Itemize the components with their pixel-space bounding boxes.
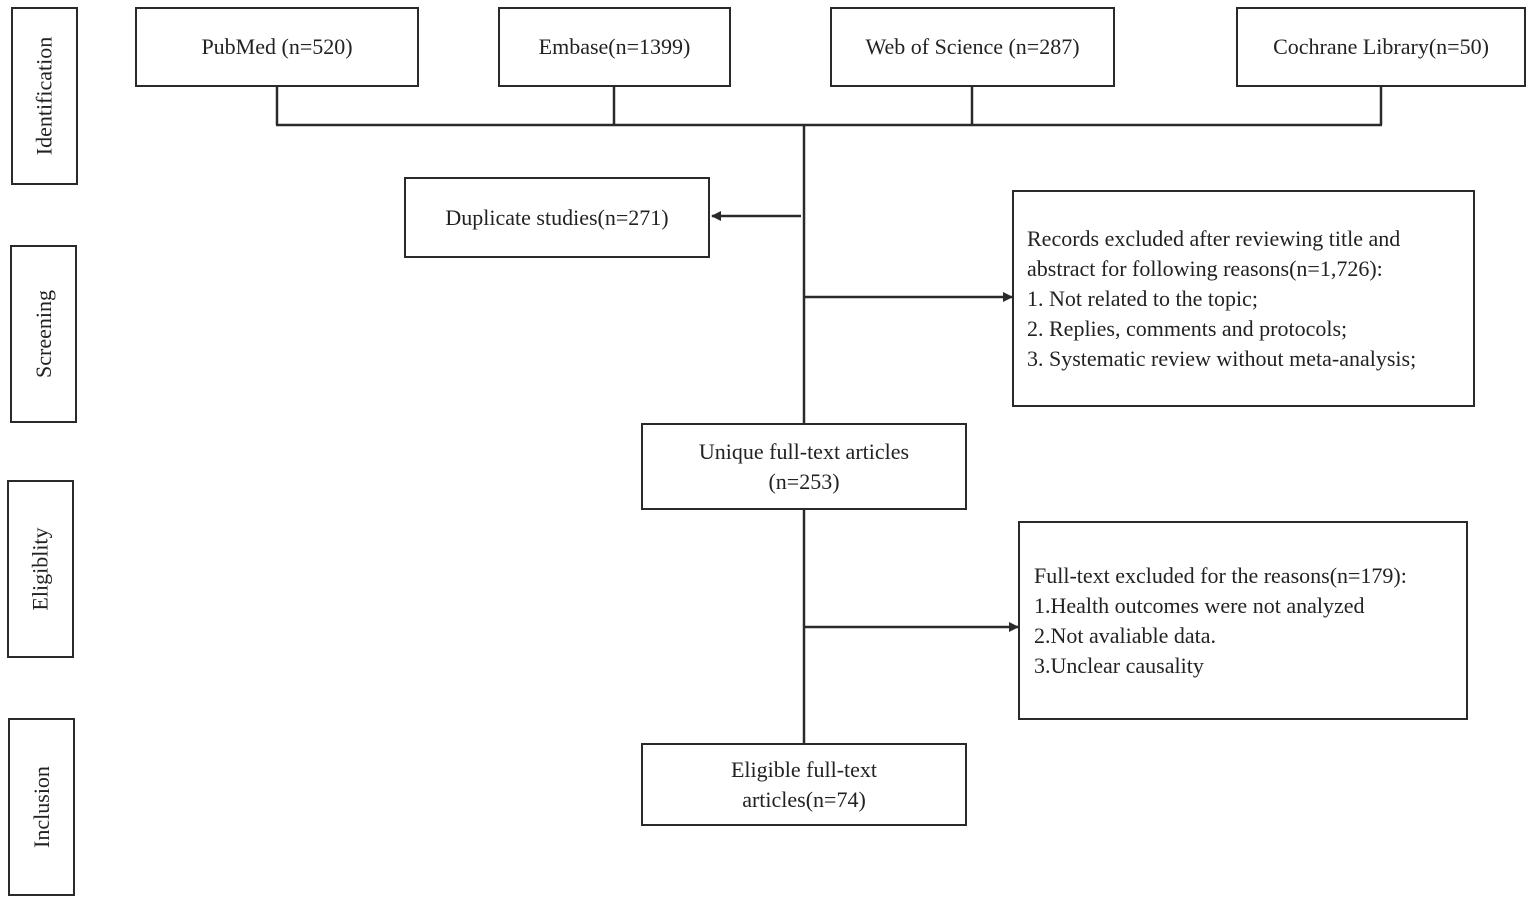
- eligible-articles-line-1: Eligible full-text: [730, 756, 878, 782]
- source-cochrane-label: Cochrane Library(n=50): [1273, 34, 1489, 59]
- source-pubmed-label: PubMed (n=520): [201, 34, 353, 59]
- source-wos-label: Web of Science (n=287): [865, 34, 1080, 59]
- stage-identification-label: Identification: [31, 36, 57, 156]
- source-box-cochrane: Cochrane Library(n=50): [1236, 7, 1526, 87]
- stage-eligibility: Eligiblity: [7, 480, 74, 658]
- eligible-articles-line-2: articles(n=74): [742, 786, 866, 812]
- fulltext-excluded-reason: 2.Not avaliable data.: [1034, 622, 1217, 648]
- screening-excluded-reason: 1. Not related to the topic;: [1027, 285, 1258, 311]
- duplicates-box: Duplicate studies(n=271): [404, 177, 710, 258]
- duplicates-label: Duplicate studies(n=271): [445, 204, 669, 230]
- stage-screening: Screening: [10, 245, 77, 423]
- stage-identification: Identification: [11, 7, 78, 185]
- fulltext-excluded-reason: 3.Unclear causality: [1034, 652, 1204, 678]
- source-box-embase: Embase(n=1399): [498, 7, 731, 87]
- screening-excluded-heading-2: abstract for following reasons(n=1,726):: [1027, 255, 1383, 281]
- screening-excluded-heading-1: Records excluded after reviewing title a…: [1027, 225, 1401, 251]
- stage-inclusion-label: Inclusion: [28, 766, 54, 848]
- screening-excluded-reason: 3. Systematic review without meta-analys…: [1027, 345, 1417, 371]
- unique-articles-line-1: Unique full-text articles: [698, 438, 910, 464]
- unique-articles-box: Unique full-text articles (n=253): [641, 423, 967, 510]
- stage-inclusion: Inclusion: [8, 718, 75, 896]
- source-box-web-of-science: Web of Science (n=287): [830, 7, 1115, 87]
- fulltext-excluded-reason: 1.Health outcomes were not analyzed: [1034, 592, 1365, 618]
- stage-screening-label: Screening: [30, 290, 56, 378]
- source-embase-label: Embase(n=1399): [538, 34, 691, 59]
- screening-excluded-reason: 2. Replies, comments and protocols;: [1027, 315, 1348, 341]
- fulltext-excluded-box: Full-text excluded for the reasons(n=179…: [1018, 521, 1468, 720]
- screening-excluded-box: Records excluded after reviewing title a…: [1012, 190, 1475, 407]
- fulltext-excluded-heading: Full-text excluded for the reasons(n=179…: [1034, 562, 1407, 588]
- unique-articles-line-2: (n=253): [768, 468, 840, 494]
- stage-eligibility-label: Eligiblity: [27, 527, 53, 611]
- source-box-pubmed: PubMed (n=520): [135, 7, 419, 87]
- eligible-articles-box: Eligible full-text articles(n=74): [641, 743, 967, 826]
